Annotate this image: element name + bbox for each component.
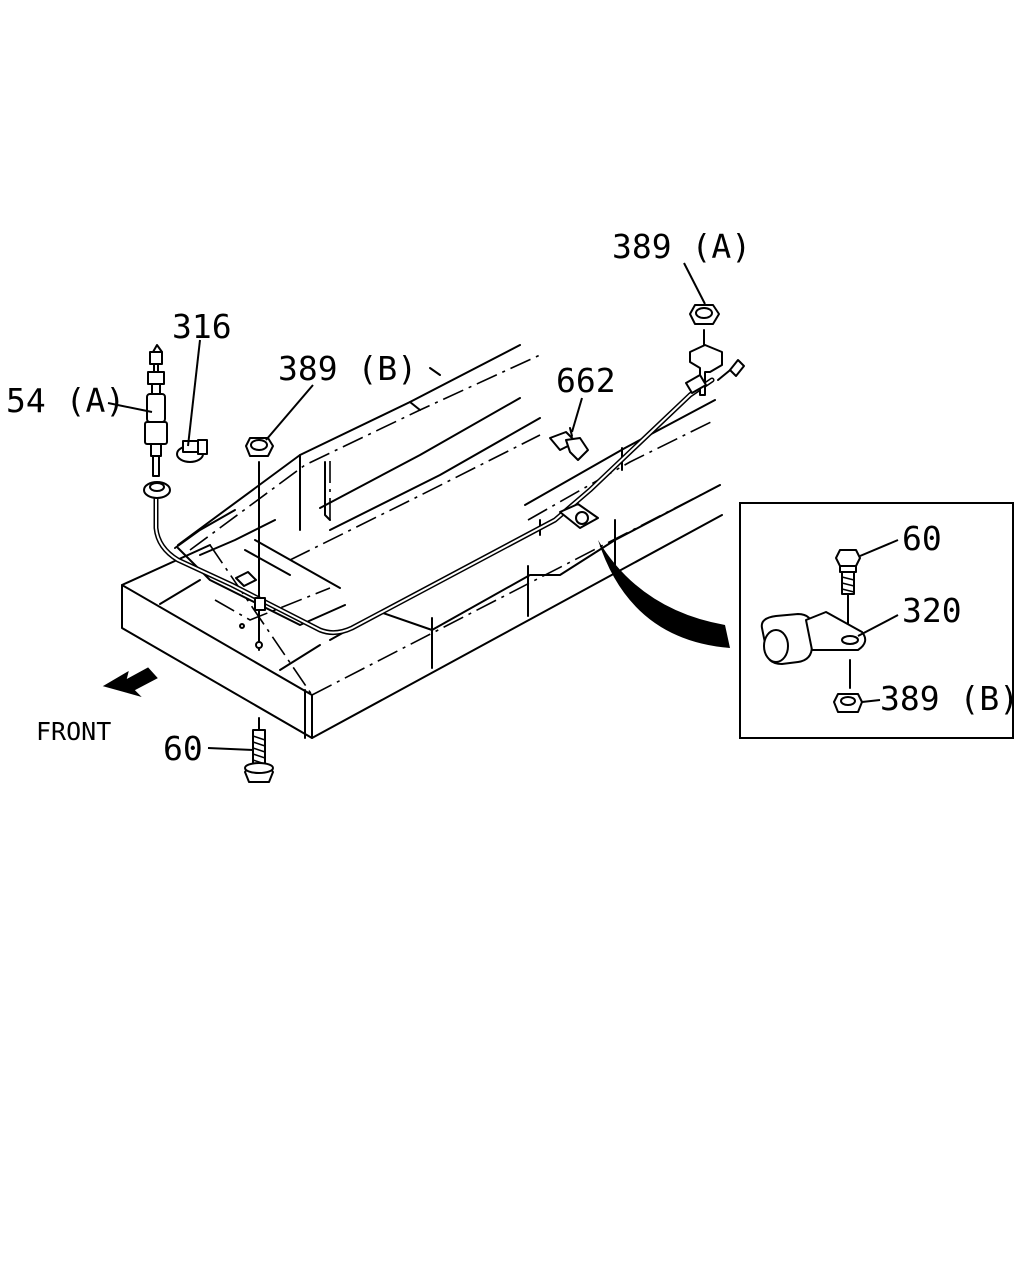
callout-389a: 389 (A) <box>612 227 751 266</box>
callout-662: 662 <box>556 361 616 400</box>
bolt-60-bottom[interactable] <box>244 717 274 783</box>
clip-316[interactable] <box>176 439 208 463</box>
callout-60-bottom: 60 <box>163 729 203 768</box>
callout-316: 316 <box>172 307 232 346</box>
nut-389b-top[interactable] <box>239 437 274 651</box>
detail-callout-389b: 389 (B) <box>880 679 1019 718</box>
detail-clamp-320[interactable] <box>760 611 867 665</box>
nut-389a[interactable] <box>685 304 745 396</box>
front-arrow-icon <box>102 667 158 697</box>
detail-pointer <box>598 540 730 648</box>
detail-box <box>739 502 1014 739</box>
detail-bolt-60[interactable] <box>835 549 861 631</box>
detail-callout-320: 320 <box>902 591 962 630</box>
detail-callout-60: 60 <box>902 519 942 558</box>
callout-389b-top: 389 (B) <box>278 349 417 388</box>
leader-lines <box>107 262 899 751</box>
clip-662[interactable] <box>549 427 589 461</box>
callout-54a: 54 (A) <box>6 381 125 420</box>
detail-nut-389b[interactable] <box>833 659 863 713</box>
pipe-clamp[interactable] <box>235 503 599 587</box>
fuel-pipe <box>153 377 715 636</box>
front-label: FRONT <box>36 717 111 746</box>
frame-crossmember <box>121 344 723 739</box>
sensor-54a[interactable] <box>143 344 171 499</box>
